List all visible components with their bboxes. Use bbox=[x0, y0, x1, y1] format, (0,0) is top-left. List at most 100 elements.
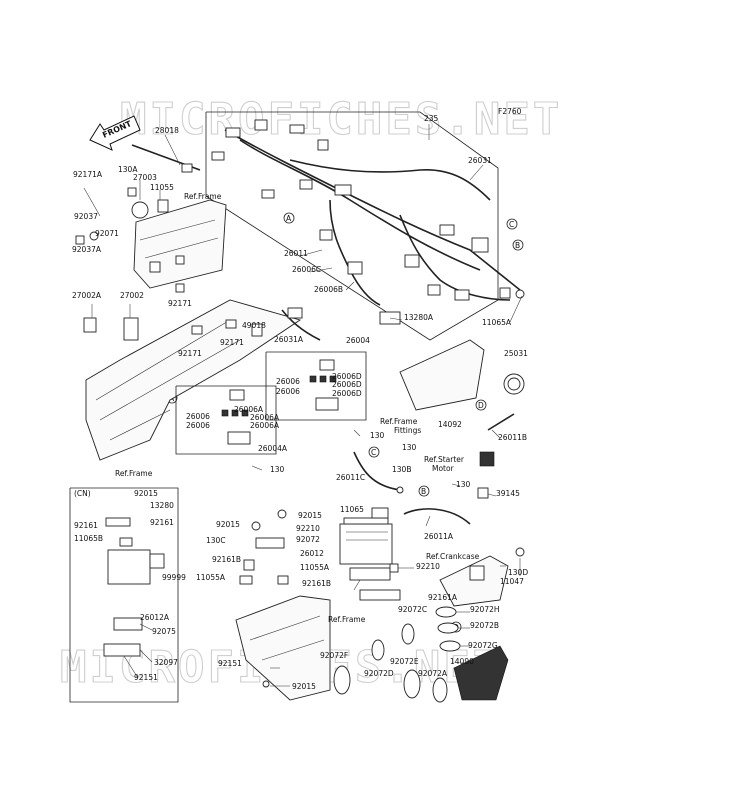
harness-26011c bbox=[353, 451, 489, 499]
ref-crankcase: Ref.Crankcase bbox=[426, 552, 480, 561]
part-number-92015: 92015 bbox=[292, 682, 316, 691]
part-number-26006: 26006 bbox=[276, 387, 300, 396]
watermark-top: MICROFICHES.NET bbox=[120, 94, 562, 145]
ref-frame-upper: Ref.Frame bbox=[184, 192, 222, 201]
part-number-92171a: 92171A bbox=[73, 170, 103, 179]
part-number-49018: 49018 bbox=[242, 321, 266, 330]
ref-starter-motor: Motor bbox=[432, 464, 455, 473]
part-number-26012: 26012 bbox=[300, 549, 324, 558]
part-number-27002a: 27002A bbox=[72, 291, 102, 300]
part-number-26006c: 26006C bbox=[292, 265, 321, 274]
part-number-92171: 92171 bbox=[178, 349, 202, 358]
relay-box-26004a bbox=[175, 385, 277, 455]
part-number-92161: 92161 bbox=[74, 521, 98, 530]
part-number-26011: 26011 bbox=[284, 249, 308, 258]
part-number-92161b: 92161B bbox=[212, 555, 241, 564]
part-number-92072c: 92072C bbox=[398, 605, 427, 614]
part-number-92072h: 92072H bbox=[470, 605, 500, 614]
part-number-92037: 92037 bbox=[74, 212, 98, 221]
part-number-25031: 25031 bbox=[504, 349, 528, 358]
ref-frame-left: Ref.Frame bbox=[115, 469, 153, 478]
part-number-92072g: 92072G bbox=[468, 641, 498, 650]
part-number-92210: 92210 bbox=[296, 524, 320, 533]
part-number-26006b: 26006B bbox=[314, 285, 343, 294]
part-number-26006: 26006 bbox=[186, 412, 210, 421]
part-number-32097: 32097 bbox=[154, 658, 178, 667]
part-number-92072: 92072 bbox=[296, 535, 320, 544]
svg-text:D: D bbox=[478, 401, 484, 410]
part-number-26011b: 26011B bbox=[498, 433, 527, 442]
svg-text:C: C bbox=[509, 220, 514, 229]
battery-tray-frame bbox=[235, 595, 331, 701]
svg-text:B: B bbox=[421, 487, 426, 496]
svg-text:B: B bbox=[515, 241, 520, 250]
callout-a-upper: A bbox=[283, 212, 295, 224]
leader-lines bbox=[91, 124, 523, 687]
main-harness-26031 bbox=[205, 111, 525, 341]
part-number-130: 130 bbox=[370, 431, 385, 440]
part-number-26006: 26006 bbox=[186, 421, 210, 430]
part-number-92151: 92151 bbox=[218, 659, 242, 668]
part-number-26031a: 26031A bbox=[274, 335, 304, 344]
crankcase-section bbox=[439, 547, 525, 701]
cn-box-label: (CN) bbox=[74, 489, 91, 498]
part-number-92210: 92210 bbox=[416, 562, 440, 571]
part-number-130b: 130B bbox=[392, 465, 411, 474]
part-number-labels: 280182352603192171A130A27003110559203792… bbox=[72, 114, 528, 691]
part-number-92071: 92071 bbox=[95, 229, 119, 238]
ref-frame-fittings: Ref.Frame bbox=[380, 417, 418, 426]
part-number-11055a: 11055A bbox=[196, 573, 226, 582]
part-number-235: 235 bbox=[424, 114, 439, 123]
ref-fittings: Fittings bbox=[394, 426, 421, 435]
part-number-99999: 99999 bbox=[162, 573, 186, 582]
callout-d-upper: D bbox=[475, 399, 487, 411]
cover-25031 bbox=[399, 339, 525, 467]
part-number-26006a: 26006A bbox=[250, 413, 280, 422]
callout-b-lower: B bbox=[418, 485, 430, 497]
part-number-11065a: 11065A bbox=[482, 318, 512, 327]
part-number-130d: 130D bbox=[508, 568, 528, 577]
part-number-130: 130 bbox=[270, 465, 285, 474]
part-number-26004a: 26004A bbox=[258, 444, 288, 453]
svg-text:A: A bbox=[286, 214, 292, 223]
part-number-13280: 13280 bbox=[150, 501, 174, 510]
part-number-92171: 92171 bbox=[220, 338, 244, 347]
part-number-26006d: 26006D bbox=[332, 372, 362, 381]
main-frame-section bbox=[83, 299, 321, 461]
part-number-92075: 92075 bbox=[152, 627, 176, 636]
battery-26012 bbox=[239, 507, 471, 601]
part-number-92151: 92151 bbox=[134, 673, 158, 682]
callout-b-upper: B bbox=[512, 239, 524, 251]
part-number-92161: 92161 bbox=[150, 518, 174, 527]
front-frame-section bbox=[75, 144, 227, 293]
part-number-14092: 14092 bbox=[438, 420, 462, 429]
diagram-id: F2760 bbox=[498, 107, 522, 116]
part-number-11055a: 11055A bbox=[300, 563, 330, 572]
part-number-14090: 14090 bbox=[450, 657, 474, 666]
part-number-13280a: 13280A bbox=[404, 313, 434, 322]
part-number-26012a: 26012A bbox=[140, 613, 170, 622]
part-number-28018: 28018 bbox=[155, 126, 179, 135]
callout-c-upper: C bbox=[506, 218, 518, 230]
part-number-11047: 11047 bbox=[500, 577, 524, 586]
part-number-26011c: 26011C bbox=[336, 473, 365, 482]
ref-starter: Ref.Starter bbox=[424, 455, 465, 464]
part-number-27003: 27003 bbox=[133, 173, 157, 182]
part-number-39145: 39145 bbox=[496, 489, 520, 498]
part-number-26006a: 26006A bbox=[250, 421, 280, 430]
part-number-27002: 27002 bbox=[120, 291, 144, 300]
part-number-130: 130 bbox=[402, 443, 417, 452]
part-number-92015: 92015 bbox=[298, 511, 322, 520]
part-number-130a: 130A bbox=[118, 165, 138, 174]
part-number-92161a: 92161A bbox=[428, 593, 458, 602]
callout-c-lower: C bbox=[368, 446, 380, 458]
part-number-26006: 26006 bbox=[276, 377, 300, 386]
part-number-11065: 11065 bbox=[340, 505, 364, 514]
part-number-130: 130 bbox=[456, 480, 471, 489]
part-number-92037a: 92037A bbox=[72, 245, 102, 254]
part-number-11065b: 11065B bbox=[74, 534, 103, 543]
part-number-92072f: 92072F bbox=[320, 651, 348, 660]
part-number-26004: 26004 bbox=[346, 336, 370, 345]
